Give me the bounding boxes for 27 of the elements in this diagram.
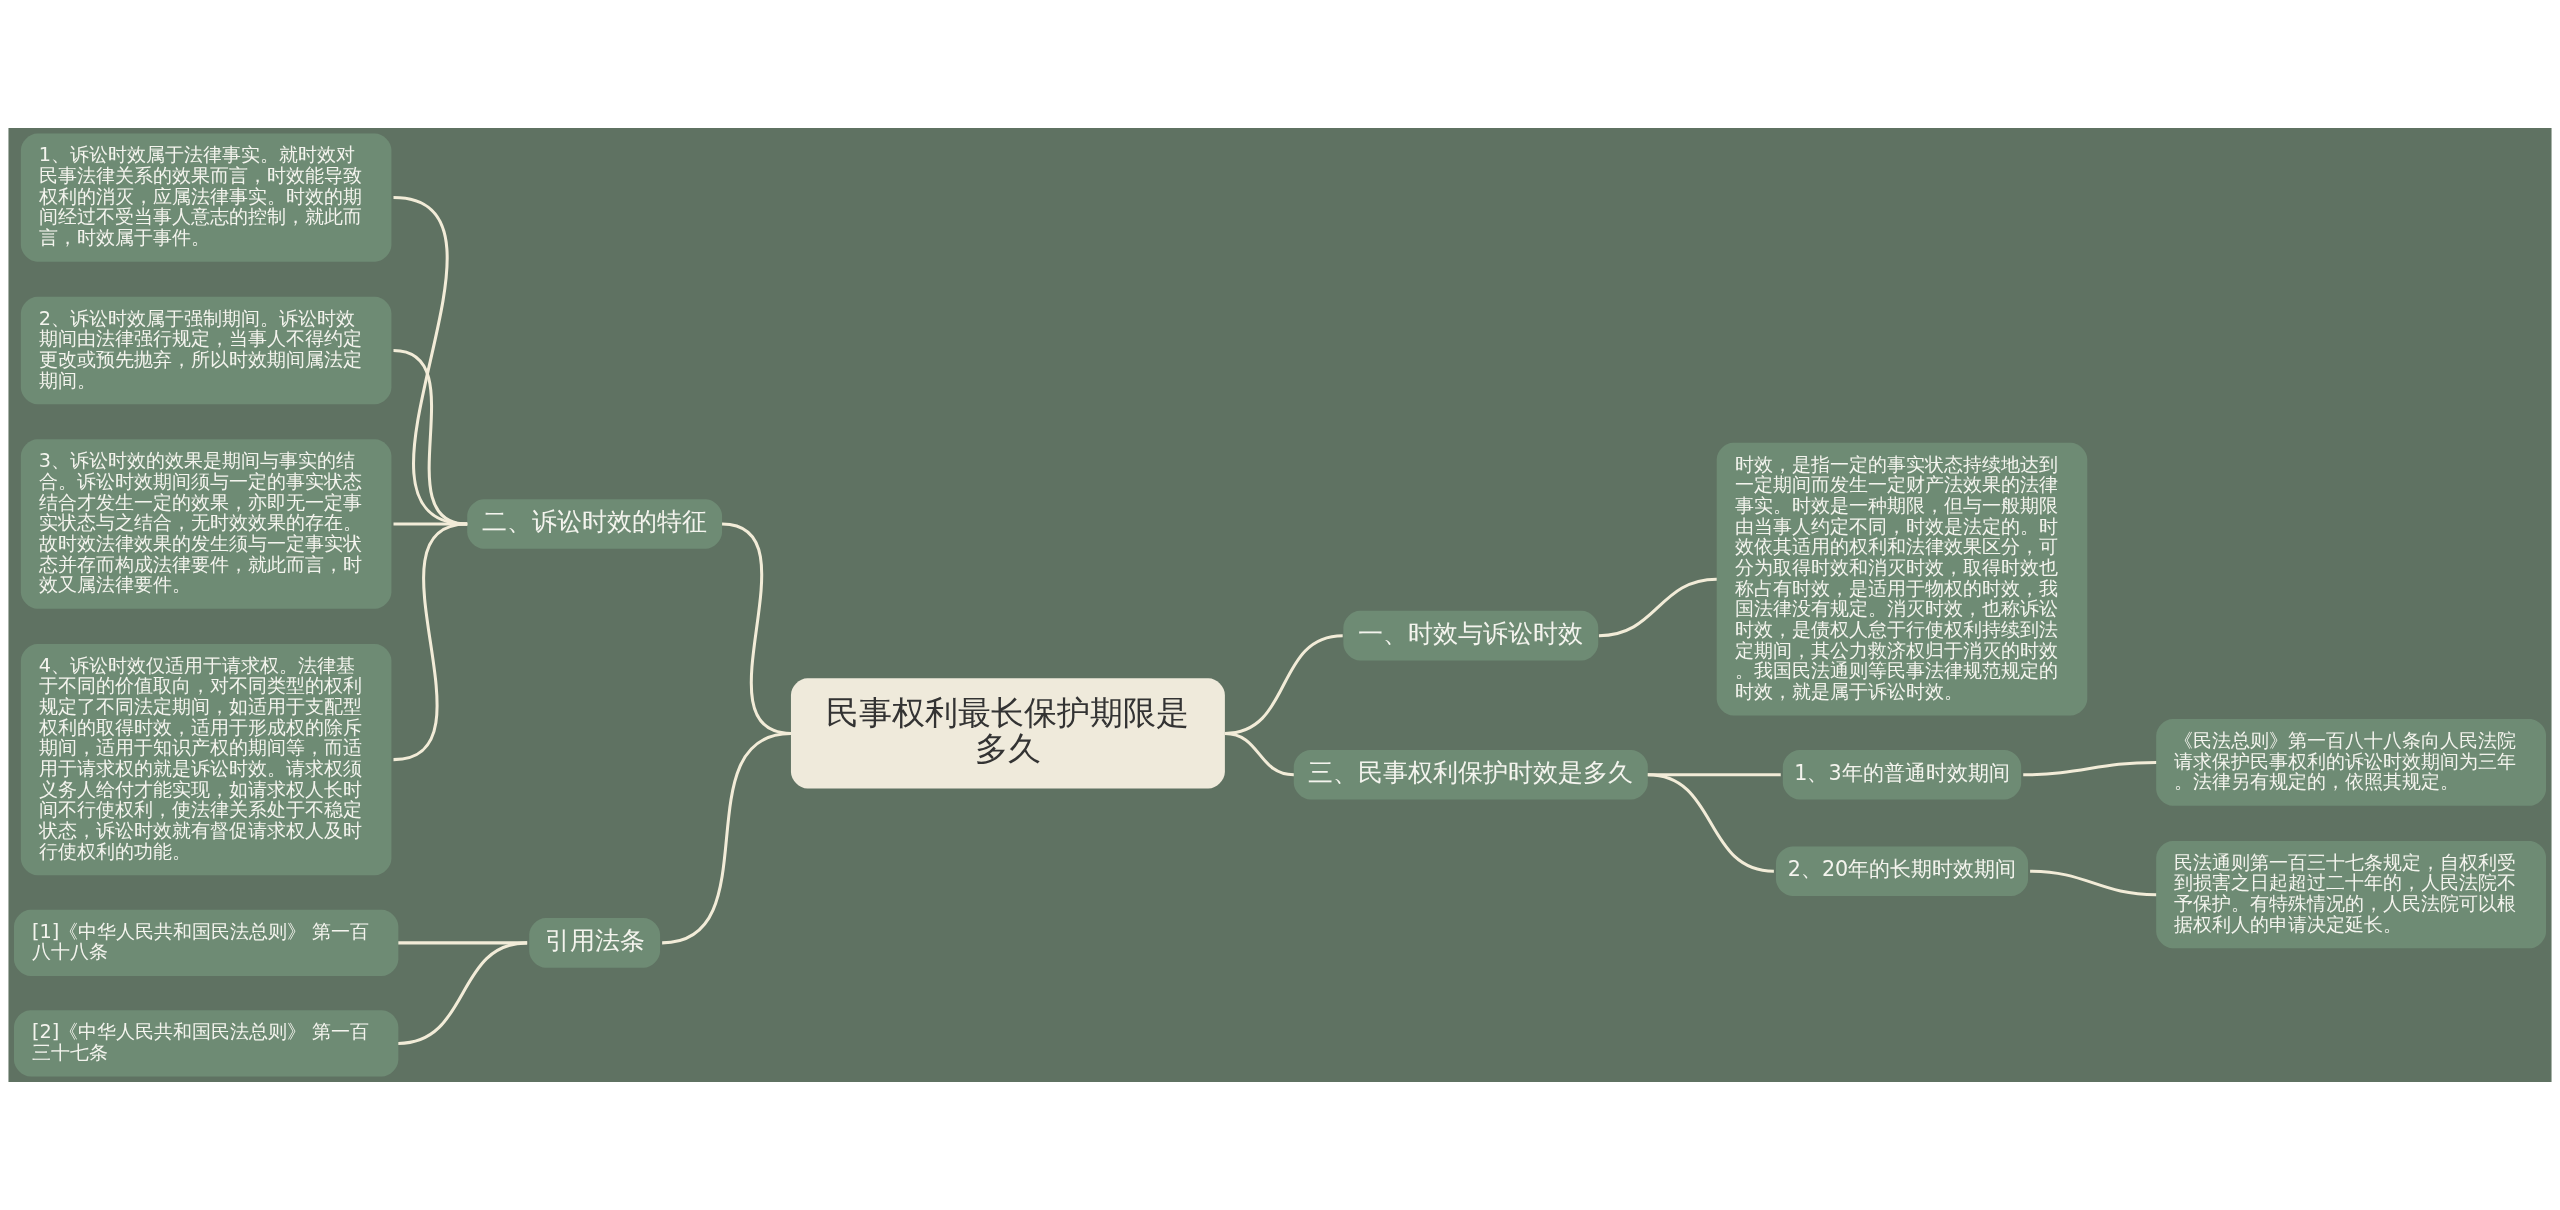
connector <box>661 731 792 945</box>
node-box: 民法通则第一百三十七条规定，自权利受到损害之日起超过二十年的，人民法院不予保护。有特殊情况的，人民法院可以根据权利人的申请决定延长。 <box>2156 840 2547 949</box>
node-box: 一、时效与诉讼时效 <box>1343 610 1599 661</box>
node-box: 民事权利最长保护期限是多久 <box>790 678 1225 789</box>
connector <box>398 941 528 1045</box>
connector <box>2030 869 2157 897</box>
node-box: 《民法总则》第一百八十八条向人民法院请求保护民事权利的诉讼时效期间为三年。法律另有规定的，依照其规定。 <box>2156 719 2547 806</box>
connector <box>1224 731 1294 777</box>
connector <box>1598 577 1717 638</box>
node-box: 三、民事权利保护时效是多久 <box>1293 750 1648 800</box>
node-box: 1、3年的普通时效期间 <box>1782 750 2022 800</box>
connector <box>398 941 528 945</box>
node-box: 二、诉讼时效的特征 <box>467 499 723 549</box>
connector <box>393 196 468 526</box>
node-box: [2]《中华人民共和国民法总则》 第一百三十七条 <box>13 1010 399 1077</box>
node-box: 2、诉讼时效属于强制期间。诉讼时效期间由法律强行规定，当事人不得约定更改或预先抛弃，所以时效期间属法定期间。 <box>20 296 392 405</box>
node-box: 1、诉讼时效属于法律事实。就时效对民事法律关系的效果而言，时效能导致权利的消灭，应属法律事实。时效的期间经过不受当事人意志的控制，就此而言，时效属于事件。 <box>20 133 392 262</box>
node-box: 时效，是指一定的事实状态持续地达到一定期间而发生一定财产法效果的法律事实。时效是一种期限，但与一般期限由当事人约定不同，时效是法定的。时效依其适用的权利和法律效果区分，可分为取得时效和消灭时效，取得时效也称占有时效，是适用于物权的时效，我国法律没有规定。消灭时效，也称诉讼时效，是债权人怠于行使权利持续到法定期间，其公力救济权归于消灭的时效。我国民法通则等民事法律规范规定的时效，就是属于诉讼时效。 <box>1716 442 2088 716</box>
connector <box>2023 760 2157 777</box>
node-box: 引用法条 <box>529 918 661 968</box>
connector <box>393 349 468 526</box>
node-box: [1]《中华人民共和国民法总则》 第一百八十八条 <box>13 909 399 976</box>
connector <box>1647 773 1775 873</box>
node-box: 4、诉讼时效仅适用于请求权。法律基于不同的价值取向，对不同类型的权利规定了不同法定期间，如适用于支配型权利的取得时效，适用于形成权的除斥期间，适用于知识产权的期间等，而适用于请求权的就是诉讼时效。请求权须义务人给付才能实现，如请求权人长时间不行使权利，使法律关系处于不稳定状态，诉讼时效就有督促请求权人及时行使权利的功能。 <box>20 643 392 876</box>
node-box: 3、诉讼时效的效果是期间与事实的结合。诉讼时效期间须与一定的事实状态结合才发生一定的效果，亦即无一定事实状态与之结合，无时效效果的存在。故时效法律效果的发生须与一定事实状态并存而构成法律要件，就此而言，时效又属法律要件。 <box>20 439 392 609</box>
node-box: 2、20年的长期时效期间 <box>1775 846 2029 896</box>
connector <box>393 522 468 762</box>
